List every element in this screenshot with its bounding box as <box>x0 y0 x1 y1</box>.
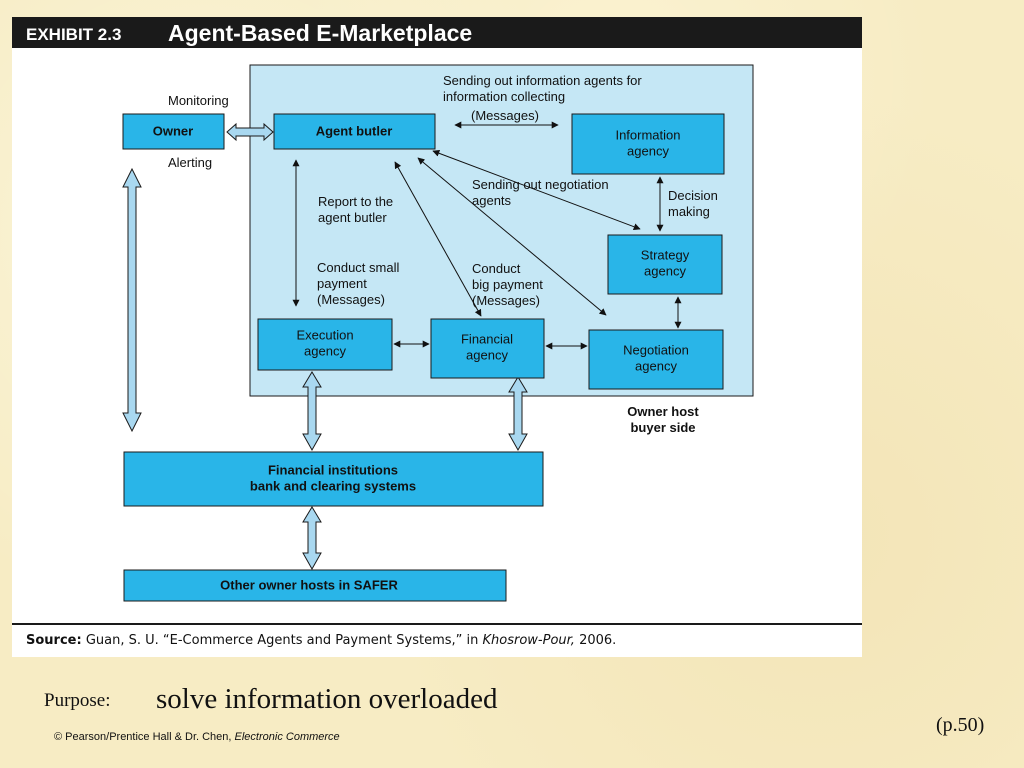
financial-institutions-box <box>123 451 544 507</box>
page-reference: (p.50) <box>936 714 985 736</box>
thin-arrows <box>292 121 682 350</box>
exhibit-number: EXHIBIT 2.3 <box>26 25 122 44</box>
owner-institutions-link <box>122 167 142 433</box>
copyright-notice: © Pearson/Prentice Hall & Dr. Chen, Elec… <box>54 731 340 743</box>
copyright-prefix: © Pearson/Prentice Hall & <box>54 731 185 743</box>
exhibit-header-bar: EXHIBIT 2.3 Agent-Based E-Marketplace <box>12 17 862 48</box>
other-owner-hosts-label: Other owner hosts in SAFER <box>220 578 398 593</box>
negotiation-agency-box <box>588 329 724 390</box>
source-prefix: Source: <box>26 633 82 648</box>
alerting-text: Alerting <box>168 155 212 170</box>
purpose-label: Purpose: <box>44 690 111 711</box>
agent-butler-box <box>273 113 436 150</box>
exhibit-footer-rule <box>12 623 862 625</box>
monitoring-text: Monitoring <box>168 93 229 108</box>
source-italic: Khosrow-Pour, <box>482 633 575 648</box>
purpose-text: solve information overloaded <box>156 683 498 715</box>
other-owner-hosts-box <box>123 569 507 602</box>
financial-institutions-link <box>508 376 528 452</box>
owner-butler-link <box>226 122 274 142</box>
messages-top-text: (Messages) <box>471 108 539 123</box>
owner-label: Owner <box>153 124 193 139</box>
agency-boxes <box>122 113 725 602</box>
copyright-author: Dr. Chen, <box>185 731 235 743</box>
exhibit-title: Agent-Based E-Marketplace <box>168 20 473 46</box>
butler-negotiation-arrow <box>417 157 607 316</box>
execution-agency-box <box>257 318 393 371</box>
execution-institutions-link <box>302 371 322 452</box>
exhibit-panel: EXHIBIT 2.3 Agent-Based E-Marketplace <box>12 17 862 657</box>
agent-butler-label: Agent butler <box>316 124 393 139</box>
source-text-2: 2006. <box>574 633 617 648</box>
strategy-agency-box <box>607 234 723 295</box>
copyright-book: Electronic Commerce <box>234 731 340 743</box>
institutions-other-hosts-link <box>302 506 322 571</box>
information-agency-box <box>571 113 725 175</box>
thick-arrows <box>122 122 528 571</box>
owner-box <box>122 113 225 150</box>
financial-agency-box <box>430 318 545 379</box>
exhibit-source: Source: Guan, S. U. “E-Commerce Agents a… <box>26 633 616 648</box>
source-text-1: Guan, S. U. “E-Commerce Agents and Payme… <box>81 633 483 648</box>
